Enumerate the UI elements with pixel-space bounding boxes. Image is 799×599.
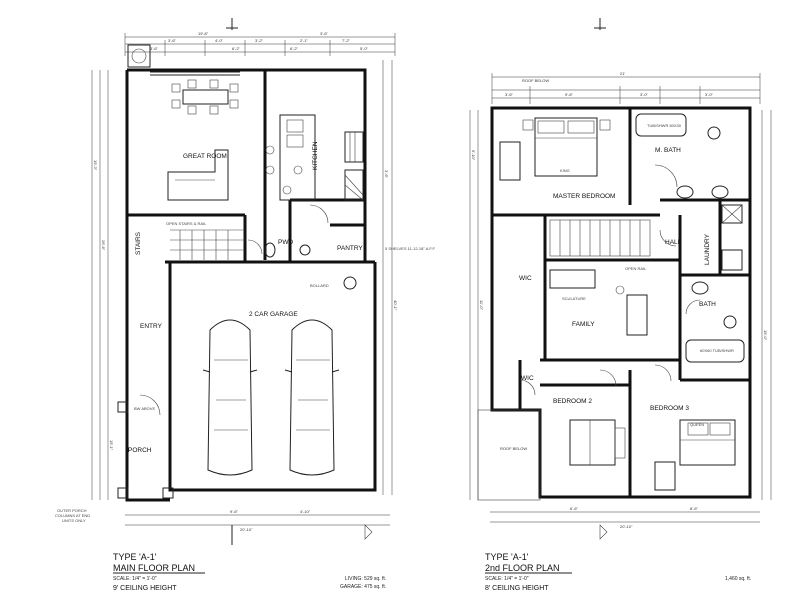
note-bw-above: BW ABOVE bbox=[134, 406, 155, 411]
note-queen-bed: QUEEN bbox=[690, 422, 704, 427]
roof-below-top: ROOF BELOW bbox=[522, 78, 549, 83]
top-total-dim: 19'-8" bbox=[198, 31, 209, 36]
car-right bbox=[284, 319, 340, 476]
room-master-bedroom: MASTER BEDROOM bbox=[553, 193, 615, 200]
svg-text:19'-3": 19'-3" bbox=[93, 160, 98, 171]
note-tub-shower-2: 60X60 TUB/SHWR bbox=[700, 348, 734, 353]
bottom-total-dim: 20'-10" bbox=[240, 527, 253, 532]
room-stairs: STAIRS bbox=[135, 231, 142, 255]
second-plan-title: 2nd FLOOR PLAN bbox=[485, 563, 560, 573]
svg-text:6'-2": 6'-2" bbox=[290, 46, 299, 51]
note-king-bed: KING bbox=[560, 168, 570, 173]
room-garage: 2 CAR GARAGE bbox=[249, 311, 298, 318]
svg-text:9'-10": 9'-10" bbox=[471, 150, 476, 161]
right-total-dim: 40'-1" bbox=[393, 300, 398, 311]
svg-text:3'-6": 3'-6" bbox=[150, 46, 159, 51]
second-floor-plan: ROOF BELOW 21' 3'-6" 9'-6" 3'-0" 3'-0" 9'-1… bbox=[469, 18, 772, 592]
second-area: 1,460 sq. ft. bbox=[725, 576, 751, 582]
note-open-rail: OPEN RAIL bbox=[625, 266, 647, 271]
main-plan-title: MAIN FLOOR PLAN bbox=[113, 563, 195, 573]
second-bottom-total: 20'-10" bbox=[620, 524, 633, 529]
svg-text:4'-0": 4'-0" bbox=[215, 38, 224, 43]
room-pantry: PANTRY bbox=[337, 245, 363, 252]
room-great-room: GREAT ROOM bbox=[183, 153, 227, 160]
svg-text:6'-6": 6'-6" bbox=[570, 506, 579, 511]
room-bedroom-3: BEDROOM 3 bbox=[650, 405, 689, 412]
svg-text:9'-6": 9'-6" bbox=[565, 92, 574, 97]
main-floor-plan: 19'-8" 3'-6" 3'-6" 4'-0" 3'-2" 2'-1" 7'-2" 3… bbox=[55, 18, 436, 592]
note-bollard: BOLLARD bbox=[310, 283, 329, 288]
main-ceiling: 9' CEILING HEIGHT bbox=[113, 585, 177, 592]
second-type-label: TYPE 'A-1' bbox=[485, 552, 529, 562]
room-wic-1: WIC bbox=[519, 275, 532, 282]
room-kitchen: KITCHEN bbox=[312, 141, 319, 170]
svg-text:5'-0": 5'-0" bbox=[360, 46, 369, 51]
main-scale: SCALE: 1/4" = 1'-0" bbox=[113, 576, 157, 582]
roof-below-side: ROOF BELOW bbox=[500, 446, 527, 451]
room-m-bath: M. BATH bbox=[655, 147, 681, 154]
svg-text:8'-6": 8'-6" bbox=[690, 506, 699, 511]
main-garage-area: GARAGE: 475 sq. ft. bbox=[340, 584, 386, 590]
room-bath: BATH bbox=[699, 301, 716, 308]
svg-text:3'-6": 3'-6" bbox=[505, 92, 514, 97]
main-type-label: TYPE 'A-1' bbox=[113, 552, 157, 562]
second-top-total: 21' bbox=[620, 71, 625, 76]
svg-text:3'-6": 3'-6" bbox=[168, 38, 177, 43]
svg-text:2'-1": 2'-1" bbox=[300, 38, 309, 43]
svg-text:7'-2": 7'-2" bbox=[342, 38, 351, 43]
main-living-area: LIVING: 529 sq. ft. bbox=[345, 576, 386, 582]
svg-text:9'-6": 9'-6" bbox=[230, 509, 239, 514]
note-sculature: SCULATURE bbox=[562, 296, 586, 301]
room-porch: PORCH bbox=[128, 447, 152, 454]
room-bedroom-2: BEDROOM 2 bbox=[553, 398, 592, 405]
room-family: FAMILY bbox=[572, 321, 595, 328]
second-ceiling: 8' CEILING HEIGHT bbox=[485, 585, 549, 592]
svg-text:3'-0": 3'-0" bbox=[640, 92, 649, 97]
svg-text:3'-6": 3'-6" bbox=[320, 31, 329, 36]
note-open-stairs: OPEN STAIRS & RAIL bbox=[166, 221, 207, 226]
svg-text:11'-0": 11'-0" bbox=[479, 300, 484, 310]
note-tub-shower-1: TUB/SHWR 60X30 bbox=[647, 123, 682, 128]
svg-text:15'-0": 15'-0" bbox=[763, 330, 768, 341]
second-scale: SCALE: 1/4" = 1'-0" bbox=[485, 576, 529, 582]
svg-text:26'-6": 26'-6" bbox=[101, 240, 106, 251]
room-wic-2: WIC bbox=[521, 375, 534, 382]
room-pwd: PWD bbox=[278, 239, 293, 246]
svg-text:3'-2": 3'-2" bbox=[255, 38, 264, 43]
room-hall: HALL bbox=[665, 239, 682, 246]
room-laundry: LAUNDRY bbox=[704, 233, 711, 265]
svg-text:4'-10": 4'-10" bbox=[300, 509, 311, 514]
note-shelves: 5 SHELVES 11-12-18" A.F.F. bbox=[385, 246, 436, 251]
svg-text:6'-2": 6'-2" bbox=[232, 46, 241, 51]
svg-text:3'-6": 3'-6" bbox=[384, 170, 389, 179]
room-entry: ENTRY bbox=[140, 323, 163, 330]
svg-text:3'-0": 3'-0" bbox=[705, 92, 714, 97]
car-left bbox=[202, 319, 258, 476]
svg-text:15'-1": 15'-1" bbox=[109, 440, 114, 451]
